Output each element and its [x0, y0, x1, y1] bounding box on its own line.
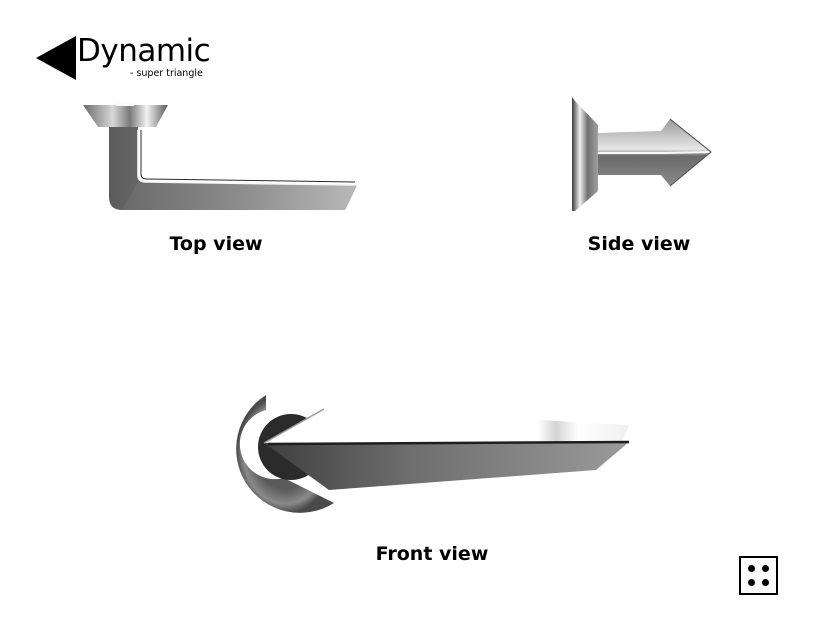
dice-pip [762, 565, 769, 572]
door-handle-top-view-image [83, 103, 358, 210]
side-view-caption: Side view [587, 233, 691, 255]
top-view-caption: Top view [169, 233, 263, 255]
dice-pip [748, 579, 755, 586]
logo-triangle-icon [36, 36, 76, 80]
door-handle-front-view-image [236, 395, 630, 513]
brand-subtitle: - super triangle [130, 68, 203, 79]
door-handle-side-view-image [572, 97, 712, 211]
dice-pip [762, 579, 769, 586]
dice-pip [748, 565, 755, 572]
front-view-caption: Front view [375, 543, 489, 565]
dice-four-icon [739, 556, 778, 595]
brand-title: Dynamic [77, 33, 211, 69]
